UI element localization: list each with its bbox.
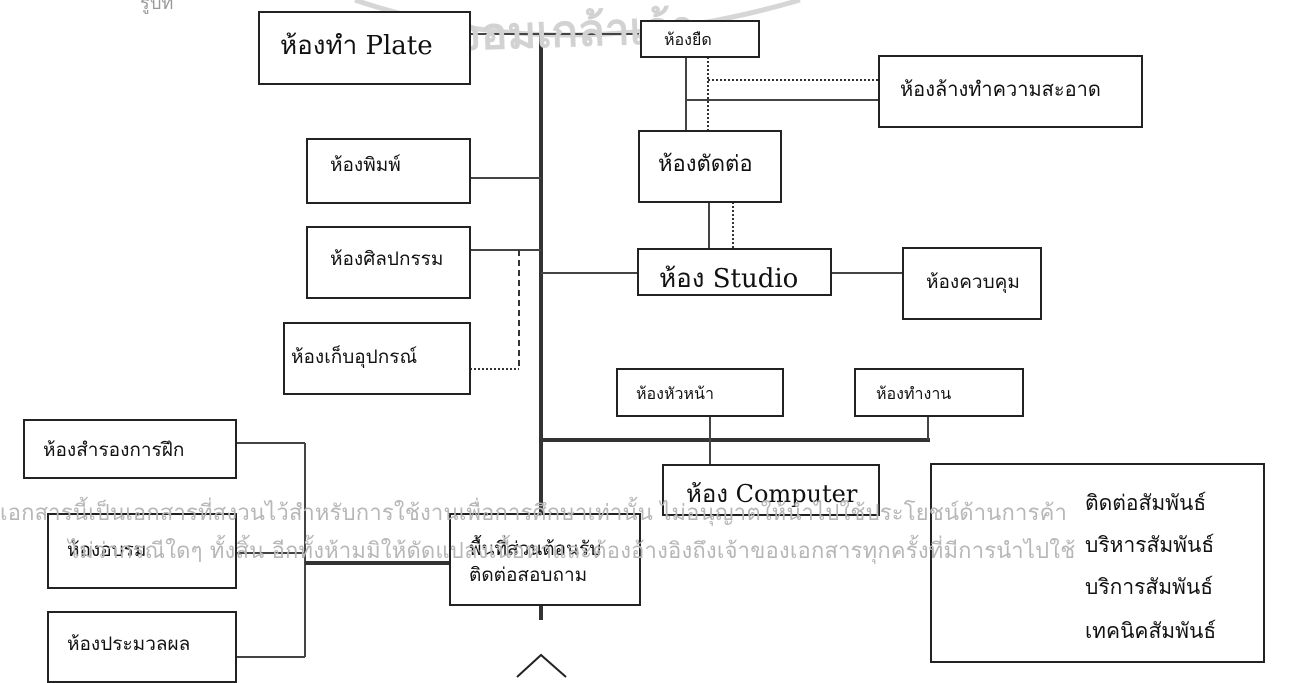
- room-art: ห้องศิลปกรรม: [306, 226, 471, 299]
- watermark-line-2: ไม่ว่ากรณีใดๆ ทั้งสิ้น อีกทั้งห้ามมิให้ด…: [68, 539, 1076, 564]
- room-equipment: ห้องเก็บอุปกรณ์: [283, 322, 471, 395]
- legend: ติดต่อสัมพันธ์ บริหารสัมพันธ์ บริการสัมพ…: [930, 463, 1265, 663]
- room-drying: ห้องยืด: [640, 20, 760, 58]
- room-computer: ห้อง Computer: [662, 464, 880, 516]
- legend-admin: บริหารสัมพันธ์: [1085, 533, 1215, 557]
- room-editing: ห้องตัดต่อ: [638, 130, 782, 203]
- legend-technical: เทคนิคสัมพันธ์: [1085, 619, 1217, 643]
- room-plate: ห้องทำ Plate: [258, 11, 471, 85]
- room-training-reserve: ห้องสำรองการฝึก: [23, 419, 237, 479]
- room-printing: ห้องพิมพ์: [306, 138, 471, 204]
- room-studio: ห้อง Studio: [637, 248, 832, 296]
- room-cleaning: ห้องล้างทำความสะอาด: [878, 55, 1143, 128]
- room-training: ห้องอบรม: [47, 513, 237, 589]
- corner-caption: รูปที่: [140, 0, 174, 14]
- room-reception: พื้นที่ส่วนต้อนรับ ติดต่อสอบถาม: [449, 513, 641, 606]
- room-processing: ห้องประมวลผล: [47, 611, 237, 683]
- watermark-line-1: เอกสารนี้เป็นเอกสารที่สงวนไว้สำหรับการใช…: [0, 501, 1068, 526]
- room-work: ห้องทำงาน: [854, 368, 1024, 417]
- legend-contact: ติดต่อสัมพันธ์: [1085, 491, 1207, 515]
- room-control: ห้องควบคุม: [902, 247, 1042, 320]
- room-head: ห้องหัวหน้า: [616, 368, 784, 417]
- legend-service: บริการสัมพันธ์: [1085, 575, 1214, 599]
